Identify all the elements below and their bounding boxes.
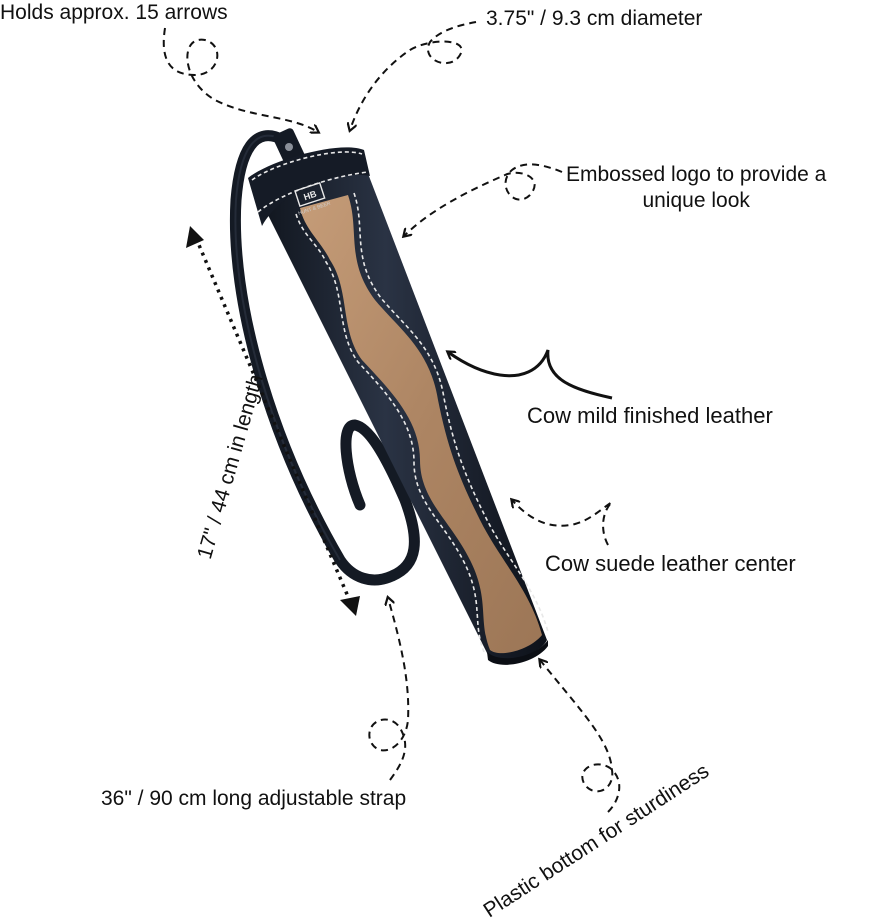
arrow-strap [368, 598, 410, 781]
shoulder-strap [229, 128, 420, 586]
arrow-diameter [350, 21, 477, 130]
length-arrow [186, 226, 360, 616]
label-arrow-capacity: Holds approx. 15 arrows [0, 1, 228, 24]
svg-text:HB: HB [302, 189, 318, 203]
arrow-leather [448, 349, 613, 400]
label-suede: Cow suede leather center [545, 551, 796, 576]
label-leather: Cow mild finished leather [527, 403, 773, 428]
arrow-bottom [540, 660, 621, 813]
arrow-suede [512, 500, 613, 546]
label-diameter: 3.75" / 9.3 cm diameter [486, 7, 703, 30]
label-embossed-logo-line1: Embossed logo to provide a [566, 163, 827, 186]
arrow-holds [162, 27, 318, 132]
quiver-body: HB HUNT & BEER [248, 147, 549, 665]
arrow-logo [404, 163, 563, 236]
label-strap: 36" / 90 cm long adjustable strap [101, 787, 407, 810]
label-embossed-logo-line2: unique look [642, 189, 750, 212]
suede-center [300, 195, 542, 654]
plastic-bottom [487, 640, 548, 665]
label-embossed-logo: Embossed logo to provide a unique look [566, 162, 826, 214]
